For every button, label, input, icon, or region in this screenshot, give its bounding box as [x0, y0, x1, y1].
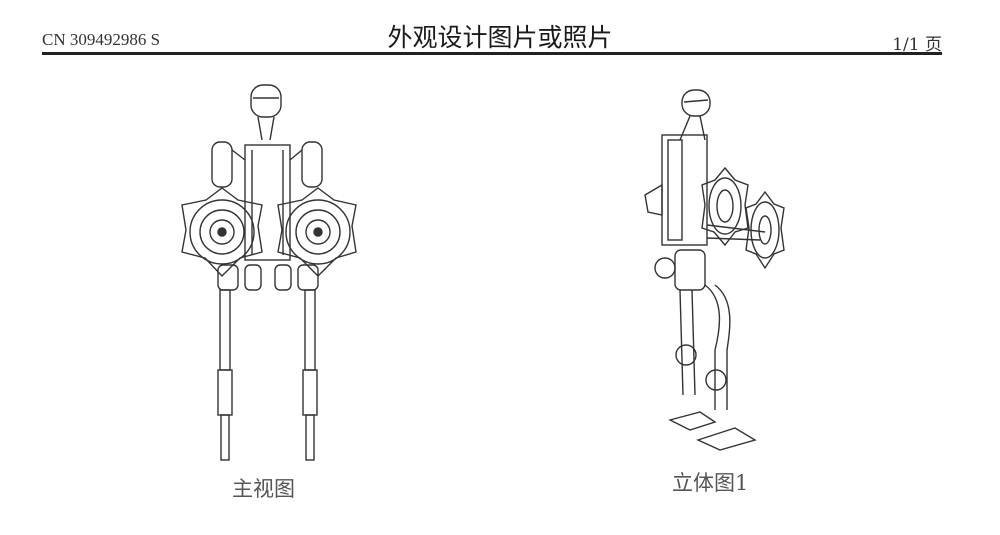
figure-caption-front-view: 主视图: [232, 477, 295, 501]
figure-caption-isometric-view: 立体图1: [672, 471, 749, 495]
page-number: 1/1 页: [892, 35, 942, 55]
header-rule: [42, 52, 942, 55]
page-title: 外观设计图片或照片: [387, 23, 613, 52]
isometric-view-drawing: [644, 89, 785, 451]
front-view-drawing: [181, 84, 357, 461]
patent-number: CN 309492986 S: [42, 30, 161, 49]
